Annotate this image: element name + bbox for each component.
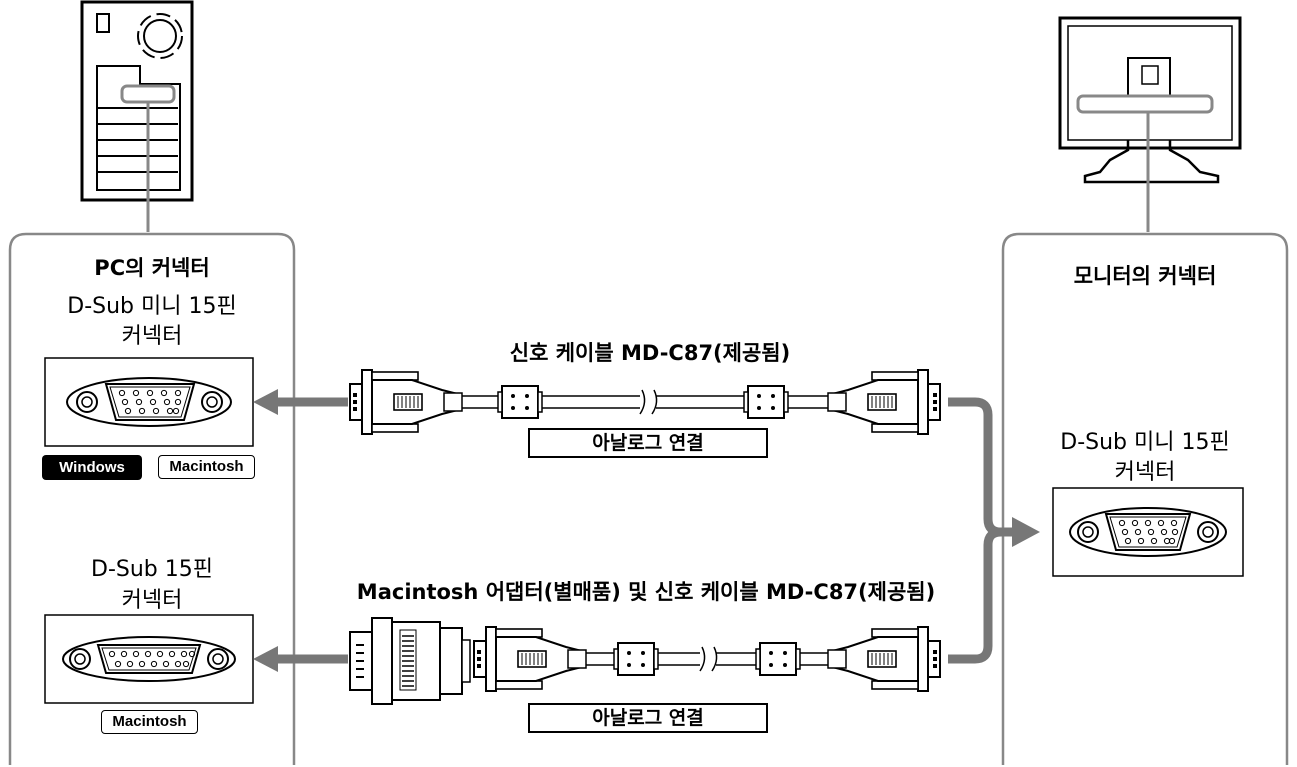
analog-connection-top: 아날로그 연결	[528, 428, 768, 458]
bottom-signal-cable	[473, 626, 941, 692]
left-dsub15-port	[44, 614, 254, 704]
arrow-to-left-bottom	[253, 646, 278, 672]
top-signal-cable	[349, 369, 941, 435]
pc-connector-title: PC의 커넥터	[94, 256, 210, 280]
macintosh-adapter	[349, 617, 471, 705]
pc-dsub-mini-label-2: 커넥터	[121, 324, 183, 349]
left-dsub-mini-port	[44, 357, 254, 447]
pc-tower-illustration	[80, 0, 194, 232]
top-cable-title: 신호 케이블 MD-C87(제공됨)	[509, 341, 791, 365]
macintosh-badge-top: Macintosh	[158, 455, 255, 479]
monitor-rear-illustration	[1058, 16, 1242, 232]
pc-dsub15-label-1: D-Sub 15핀	[91, 557, 213, 582]
arrow-to-monitor	[1012, 517, 1040, 547]
routing-lines	[275, 397, 1012, 664]
pc-dsub-mini-label-1: D-Sub 미니 15핀	[67, 294, 237, 319]
windows-badge: Windows	[42, 455, 142, 480]
monitor-dsub-mini-label-1: D-Sub 미니 15핀	[1060, 430, 1230, 455]
monitor-connector-title: 모니터의 커넥터	[1073, 264, 1217, 288]
bottom-cable-title: Macintosh 어댑터(별매품) 및 신호 케이블 MD-C87(제공됨)	[356, 580, 936, 604]
right-dsub-mini-port	[1052, 487, 1244, 577]
pc-dsub15-label-2: 커넥터	[121, 588, 183, 613]
right-panel-frame	[1001, 232, 1289, 765]
left-panel-frame	[8, 232, 296, 765]
macintosh-badge-bottom: Macintosh	[101, 710, 198, 734]
monitor-dsub-mini-label-2: 커넥터	[1114, 460, 1176, 485]
arrow-to-left-top	[253, 389, 278, 415]
analog-connection-bottom: 아날로그 연결	[528, 703, 768, 733]
